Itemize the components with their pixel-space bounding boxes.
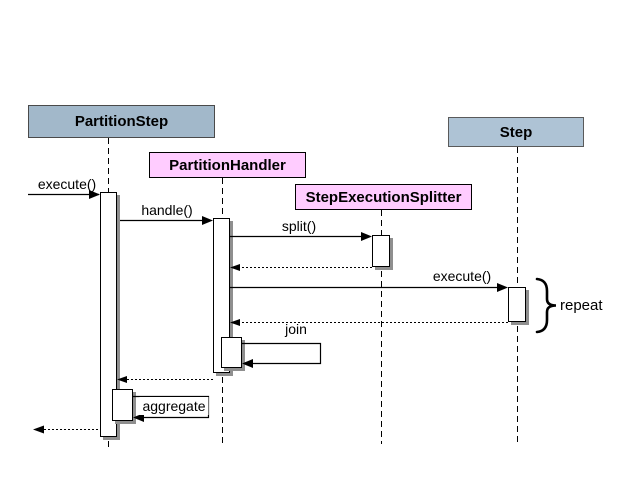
activation-aggregate-nested: [112, 389, 133, 421]
repeat-brace: [535, 277, 557, 334]
activation-partitionhandler: [213, 218, 230, 373]
return-partitionstep-to-caller: [33, 425, 98, 434]
message-label-execute-2: execute(): [432, 268, 492, 284]
participant-stepexecutionsplitter-label: StepExecutionSplitter: [305, 188, 462, 206]
participant-partitionhandler: PartitionHandler: [149, 152, 306, 178]
return-step-to-handler: [230, 319, 508, 326]
message-label-join: join: [285, 321, 307, 337]
activation-step: [508, 287, 526, 322]
return-handler-to-partitionstep: [117, 376, 213, 383]
message-label-handle: handle(): [141, 202, 193, 218]
participant-step-label: Step: [499, 123, 533, 141]
participant-stepexecutionsplitter: StepExecutionSplitter: [295, 184, 472, 210]
participant-partitionhandler-label: PartitionHandler: [169, 156, 286, 174]
arrow-join-self-loop: [242, 342, 322, 368]
return-splitter-to-handler: [230, 264, 372, 271]
activation-join-nested: [221, 337, 242, 368]
participant-partitionstep-label: PartitionStep: [74, 113, 169, 130]
participant-partitionstep: PartitionStep: [28, 105, 215, 138]
arrow-execute-to-step: [230, 283, 508, 292]
participant-step: Step: [448, 117, 584, 147]
activation-partitionstep: [100, 192, 117, 437]
activation-stepexecutionsplitter: [372, 235, 390, 267]
message-label-split: split(): [281, 218, 317, 234]
message-label-execute-1: execute(): [37, 176, 97, 192]
message-label-aggregate: aggregate: [139, 397, 209, 415]
repeat-annotation-label: repeat: [560, 297, 603, 314]
